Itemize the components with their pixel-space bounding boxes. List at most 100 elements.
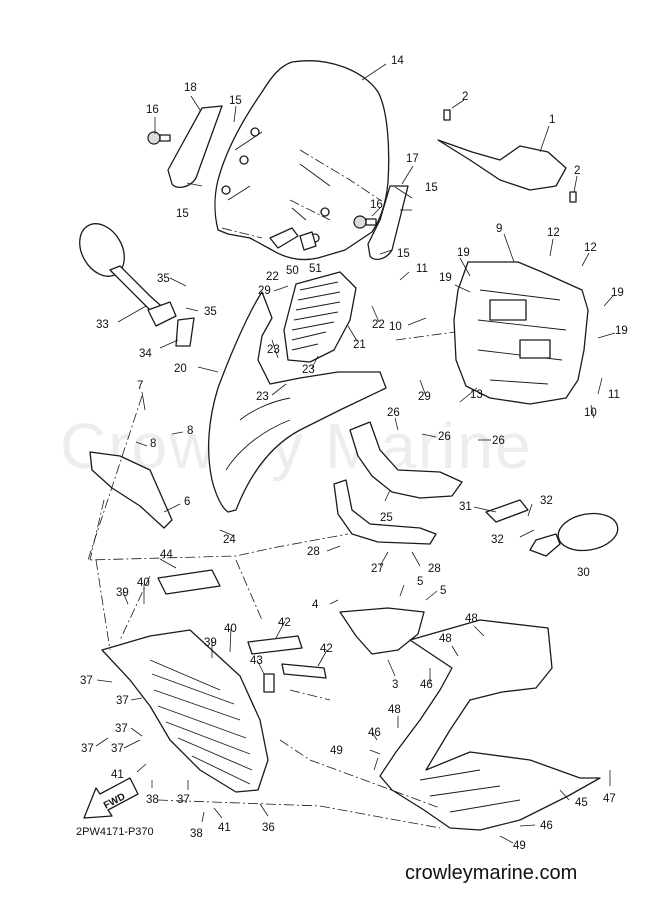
windshield[interactable]	[214, 60, 390, 261]
clip-43[interactable]	[263, 673, 275, 693]
strip-42-left[interactable]	[247, 635, 303, 655]
callout-18: 18	[184, 82, 197, 94]
callout-25: 25	[380, 512, 393, 524]
mirror-gasket-34[interactable]	[175, 317, 195, 347]
under-cowling-45[interactable]	[379, 619, 601, 831]
callout-37e: 37	[111, 743, 124, 755]
callout-35b: 35	[204, 306, 217, 318]
callout-23a: 23	[267, 344, 280, 356]
callout-1: 1	[549, 114, 555, 126]
front-cowling[interactable]	[207, 291, 387, 513]
website-url[interactable]: crowleymarine.com	[405, 862, 577, 884]
callout-19d: 19	[615, 325, 628, 337]
callout-8a: 8	[150, 438, 156, 450]
callout-34: 34	[139, 348, 152, 360]
callout-26b: 26	[438, 431, 451, 443]
callout-10b: 10	[584, 407, 597, 419]
callout-3: 3	[392, 679, 398, 691]
strip-42-right[interactable]	[281, 663, 327, 679]
side-cover-6[interactable]	[89, 451, 173, 529]
pad-44[interactable]	[157, 569, 221, 595]
screw-2-right[interactable]	[569, 191, 577, 203]
callout-15c: 15	[425, 182, 438, 194]
callout-17: 17	[406, 153, 419, 165]
callout-16a: 16	[146, 104, 159, 116]
callout-51: 51	[309, 263, 322, 275]
callout-39a: 39	[116, 587, 129, 599]
callout-26c: 26	[492, 435, 505, 447]
callout-8b: 8	[187, 425, 193, 437]
right-mirror[interactable]	[529, 509, 621, 557]
callout-11b: 11	[608, 389, 620, 401]
callout-32a: 32	[540, 495, 553, 507]
callout-21: 21	[353, 339, 366, 351]
left-windshield-stay[interactable]	[167, 105, 223, 189]
inner-panel[interactable]	[453, 261, 589, 405]
callout-40a: 40	[137, 577, 150, 589]
callout-41a: 41	[111, 769, 124, 781]
callout-37a: 37	[80, 675, 93, 687]
mirror-gasket-31[interactable]	[485, 499, 529, 523]
callout-12b: 12	[584, 242, 597, 254]
lower-grille-36[interactable]	[101, 629, 269, 793]
callout-12a: 12	[547, 227, 560, 239]
callout-37c: 37	[115, 723, 128, 735]
callout-7: 7	[137, 380, 143, 392]
callout-42b: 42	[320, 643, 333, 655]
forward-arrow-icon: FWD	[83, 777, 139, 819]
callout-44: 44	[160, 549, 173, 561]
panel-51[interactable]	[299, 231, 317, 251]
callout-11a: 11	[416, 263, 428, 275]
callout-35a: 35	[157, 273, 170, 285]
callout-2b: 2	[574, 165, 580, 177]
bolt-16-right[interactable]	[353, 215, 377, 229]
callout-13: 13	[470, 389, 483, 401]
callout-2a: 2	[462, 91, 468, 103]
callout-48c: 48	[388, 704, 401, 716]
callout-38a: 38	[146, 794, 159, 806]
assembly-lines	[87, 149, 456, 829]
inner-trim-27[interactable]	[333, 479, 437, 545]
callout-19c: 19	[611, 287, 624, 299]
callout-48a: 48	[465, 613, 478, 625]
callout-46b: 46	[368, 727, 381, 739]
callout-15a: 15	[229, 95, 242, 107]
callout-24: 24	[223, 534, 236, 546]
callout-32b: 32	[491, 534, 504, 546]
callout-10a: 10	[389, 321, 402, 333]
drawing-reference-code: 2PW4171-P370	[76, 826, 154, 838]
callout-4: 4	[312, 599, 319, 611]
callout-15b: 15	[176, 208, 189, 220]
cover-1[interactable]	[437, 139, 567, 191]
callout-5a: 5	[417, 576, 423, 588]
callout-19b: 19	[439, 272, 452, 284]
cover-3[interactable]	[339, 607, 425, 655]
callout-27: 27	[371, 563, 384, 575]
callout-46c: 46	[540, 820, 553, 832]
bolt-16-left[interactable]	[147, 131, 171, 145]
callout-46a: 46	[420, 679, 433, 691]
callout-42a: 42	[278, 617, 291, 629]
left-mirror[interactable]	[71, 216, 177, 327]
callout-22b: 22	[372, 319, 385, 331]
panel-50[interactable]	[269, 227, 299, 249]
leader-lines	[95, 63, 616, 844]
callout-45: 45	[575, 797, 588, 809]
callout-9: 9	[496, 223, 502, 235]
callout-30: 30	[577, 567, 590, 579]
callout-numbers: 1 2 2 3 4 5 5 6 7 8 8 9 10 10 11 11 12 1…	[80, 55, 628, 852]
callout-23c: 23	[256, 391, 269, 403]
callout-14: 14	[391, 55, 404, 67]
callout-29b: 29	[418, 391, 431, 403]
callout-50: 50	[286, 265, 299, 277]
callout-23b: 23	[302, 364, 315, 376]
callout-37b: 37	[116, 695, 129, 707]
callout-5b: 5	[440, 585, 446, 597]
screw-2-top[interactable]	[443, 109, 451, 121]
callout-33: 33	[96, 319, 109, 331]
inner-duct-25[interactable]	[349, 421, 463, 499]
callout-37d: 37	[81, 743, 94, 755]
headlight-unit[interactable]	[283, 271, 357, 363]
callout-28a: 28	[307, 546, 320, 558]
callout-19a: 19	[457, 247, 470, 259]
